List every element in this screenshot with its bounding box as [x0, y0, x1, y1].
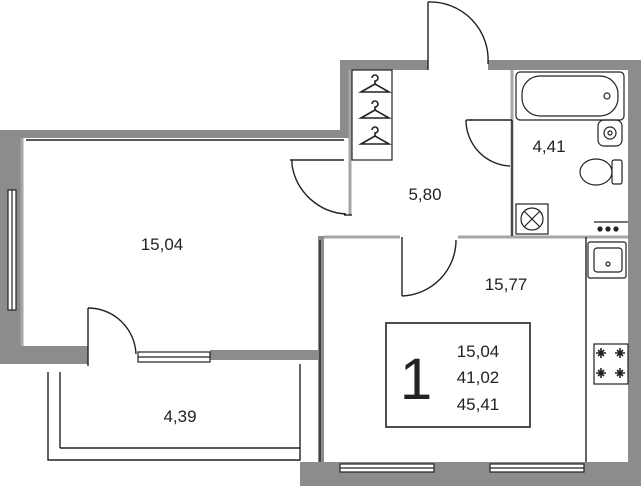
rooms-count: 1 — [400, 347, 432, 412]
wardrobe — [351, 69, 393, 161]
wall-top-left — [340, 60, 428, 70]
door-entrance — [427, 1, 489, 70]
door-kitchen — [401, 237, 457, 297]
apartment-info-box: 1 15,04 41,02 45,41 — [385, 322, 531, 428]
hanger-icon — [357, 74, 393, 145]
door-balcony — [87, 307, 137, 366]
room-area-living: 15,04 — [141, 235, 184, 254]
living-area: 15,04 — [457, 342, 500, 361]
ventilation-icon — [515, 203, 549, 235]
walls — [0, 60, 641, 486]
door-bath — [465, 119, 511, 167]
linework — [26, 119, 587, 462]
total-area: 45,41 — [457, 395, 500, 414]
bathtub-icon — [515, 71, 625, 121]
total-area-no-balcony: 41,02 — [457, 368, 500, 387]
toilet-icon — [579, 158, 623, 186]
wall-living-bottom — [0, 346, 88, 364]
room-area-kitchen: 15,77 — [485, 275, 528, 294]
doors — [87, 1, 511, 366]
room-area-balcony: 4,39 — [163, 407, 196, 426]
sink-icon — [597, 119, 623, 147]
wall-living-top — [22, 130, 344, 138]
windows — [7, 189, 585, 473]
wall-right — [628, 60, 641, 486]
interior-walls — [20, 70, 628, 346]
kitchen-counter — [594, 221, 628, 232]
wall-living-kitchen — [318, 236, 324, 464]
kitchen-sink-icon — [587, 241, 627, 279]
room-area-hall: 5,80 — [408, 185, 441, 204]
room-area-bath: 4,41 — [532, 137, 565, 156]
wall-top-right — [488, 60, 638, 70]
wall-wardrobe-left — [340, 60, 350, 138]
door-living — [291, 160, 347, 215]
stove-icon — [593, 343, 629, 385]
wall-living-bottom-2 — [210, 350, 322, 360]
